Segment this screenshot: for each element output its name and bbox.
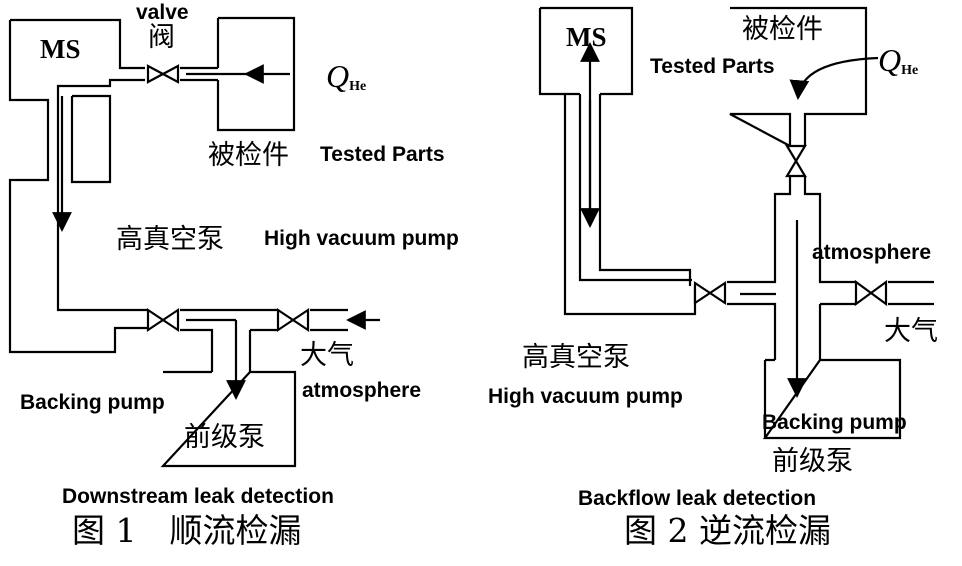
fig2-backing-pump-cn: 前级泵 [772, 446, 853, 477]
fig1-valve-bottom-right [276, 307, 310, 333]
fig1-valve-bottom-left [146, 307, 180, 333]
fig1-atmosphere-en: atmosphere [302, 379, 422, 402]
fig1-atmosphere-cn: 大气 [300, 340, 354, 371]
fig1-high-vacuum-pump-en: High vacuum pump [264, 227, 459, 250]
fig1-valve-top [146, 64, 180, 84]
fig1-ms-outer-wall [10, 18, 145, 70]
fig1-tested-parts-box [216, 16, 296, 132]
fig1-backing-pump-cn: 前级泵 [184, 422, 265, 453]
fig2-ms-box [538, 6, 634, 96]
fig1-q-he-label: QHe [326, 58, 367, 94]
fig1-valve-label-cn: 阀 [148, 22, 175, 53]
fig1-ms-label: MS [40, 34, 81, 64]
fig1-backing-pump-box [160, 370, 297, 468]
fig2-tested-parts-en: Tested Parts [650, 55, 775, 78]
fig1-caption-cn: 图 1 顺流检漏 [72, 511, 302, 550]
figure-2-backflow [538, 6, 934, 440]
fig1-atmosphere-pipe [310, 308, 348, 332]
fig2-valve-right [854, 279, 888, 307]
figure-1-downstream [8, 16, 380, 468]
fig2-tested-parts-box [729, 6, 868, 148]
fig2-atmosphere-cn: 大气 [884, 316, 938, 347]
fig2-valve-left [693, 280, 727, 306]
fig2-atmosphere-pipe [888, 280, 934, 306]
fig2-pump-right [598, 94, 692, 286]
fig2-ms-label: MS [566, 22, 607, 52]
fig2-pump-inner [578, 94, 692, 282]
fig1-backing-pump-en: Backing pump [20, 391, 165, 414]
fig2-backing-pump-en: Backing pump [762, 411, 907, 434]
fig2-caption-en: Backflow leak detection [578, 487, 817, 510]
fig1-ms-inner-wall [56, 78, 148, 312]
fig1-high-vacuum-pump-cn: 高真空泵 [116, 224, 224, 255]
fig2-high-vacuum-pump-cn: 高真空泵 [522, 342, 630, 373]
fig1-pump-inner-wall [70, 94, 112, 184]
fig1-tested-parts-en: Tested Parts [320, 143, 445, 166]
fig1-valve-label-en: valve [136, 1, 189, 24]
fig2-valve-vertical [785, 144, 807, 178]
fig2-flow-arrow-in [789, 56, 879, 100]
fig2-backing-pump-box [762, 358, 902, 440]
fig1-ms-left-wall [8, 20, 148, 354]
fig2-caption-cn: 图 2 逆流检漏 [624, 511, 831, 550]
fig2-manifold [727, 176, 856, 360]
fig1-manifold-bottom [180, 328, 278, 372]
fig2-atmosphere-en: atmosphere [812, 241, 932, 264]
fig1-pipe-to-tested [180, 66, 218, 82]
fig2-tested-parts-cn: 被检件 [742, 14, 823, 45]
fig1-tested-parts-cn: 被检件 [208, 140, 289, 171]
fig2-q-he-label: QHe [878, 42, 919, 78]
fig2-high-vacuum-pump-en: High vacuum pump [488, 385, 683, 408]
fig1-caption-en: Downstream leak detection [62, 485, 334, 508]
